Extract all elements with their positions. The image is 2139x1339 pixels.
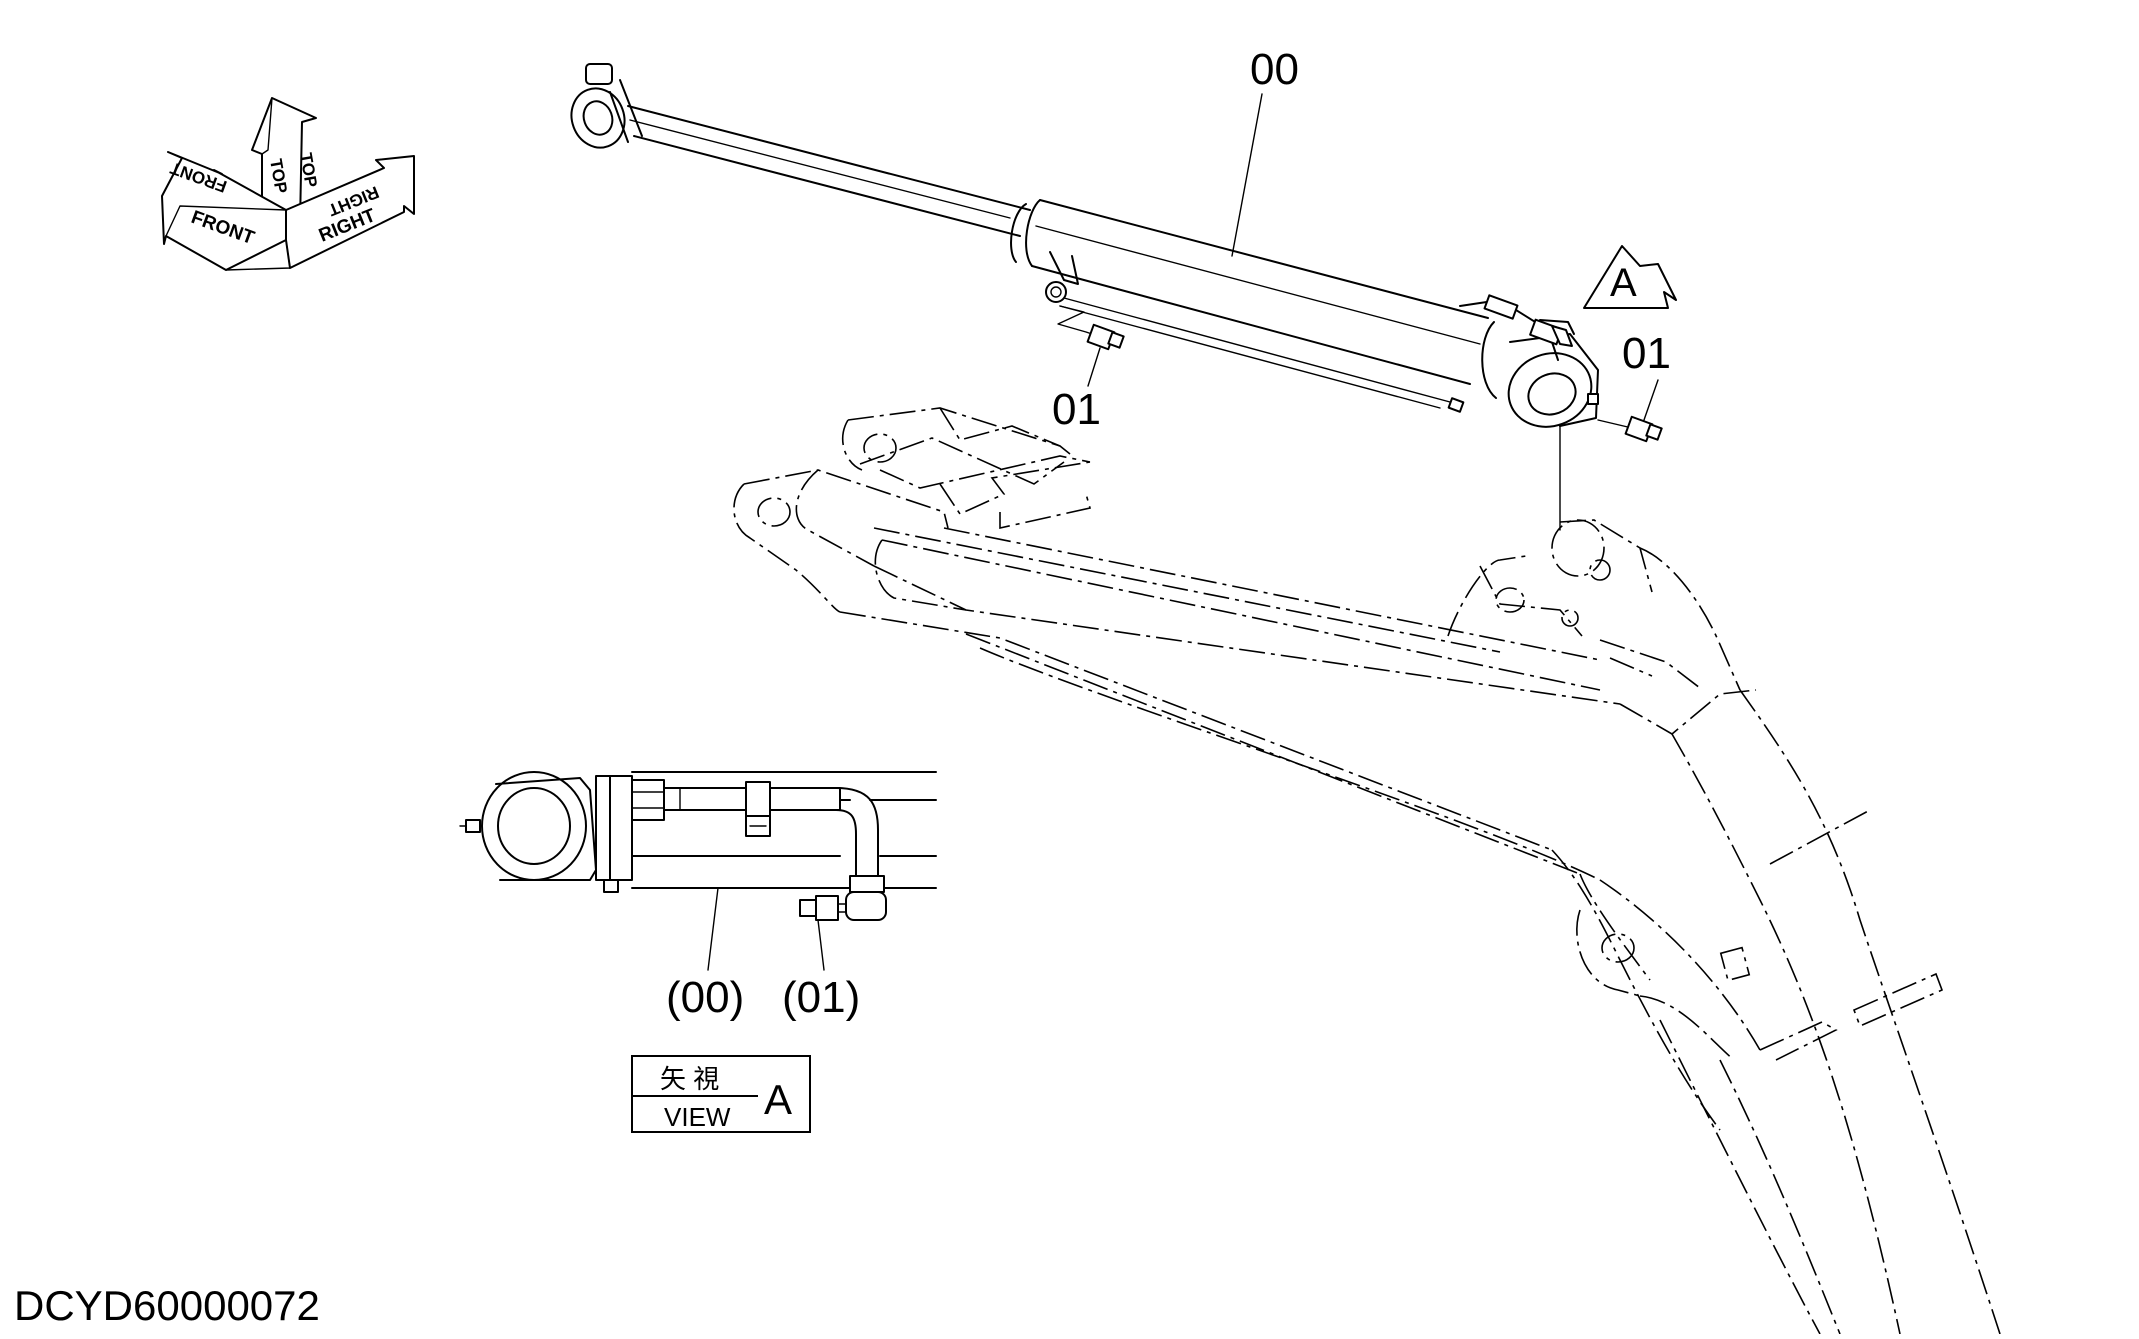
boom-structure bbox=[733, 407, 2001, 1335]
view-label-box: 矢 視 VIEW A bbox=[631, 1055, 811, 1133]
orientation-arrows-icon: FRONT FRONT TOP TOP RIGHT RIGHT bbox=[161, 97, 415, 271]
callout-cylinder: 00 bbox=[1250, 45, 1299, 94]
view-arrow-icon bbox=[1583, 245, 1677, 309]
grease-fitting-right bbox=[1597, 415, 1663, 443]
view-label-english: VIEW bbox=[664, 1102, 731, 1132]
grease-fitting-left bbox=[1057, 305, 1125, 351]
view-a-detail bbox=[459, 771, 937, 921]
callout-fitting-right: 01 bbox=[1622, 329, 1671, 378]
view-arrow-letter: A bbox=[1610, 261, 1637, 305]
view-label-letter: A bbox=[764, 1076, 792, 1123]
leader-cylinder bbox=[1231, 93, 1263, 257]
leader-detail-fitting bbox=[817, 919, 825, 971]
leader-fitting-left bbox=[1087, 347, 1101, 387]
callout-detail-fitting: (01) bbox=[782, 973, 860, 1022]
callout-fitting-left: 01 bbox=[1052, 385, 1101, 434]
callout-detail-cylinder: (00) bbox=[666, 973, 744, 1022]
drawing-id: DCYD60000072 bbox=[14, 1282, 320, 1329]
leader-fitting-right bbox=[1643, 379, 1659, 421]
view-label-japanese: 矢 視 bbox=[660, 1064, 719, 1094]
hydraulic-cylinder bbox=[570, 63, 1599, 428]
leader-detail-cylinder bbox=[707, 887, 719, 971]
